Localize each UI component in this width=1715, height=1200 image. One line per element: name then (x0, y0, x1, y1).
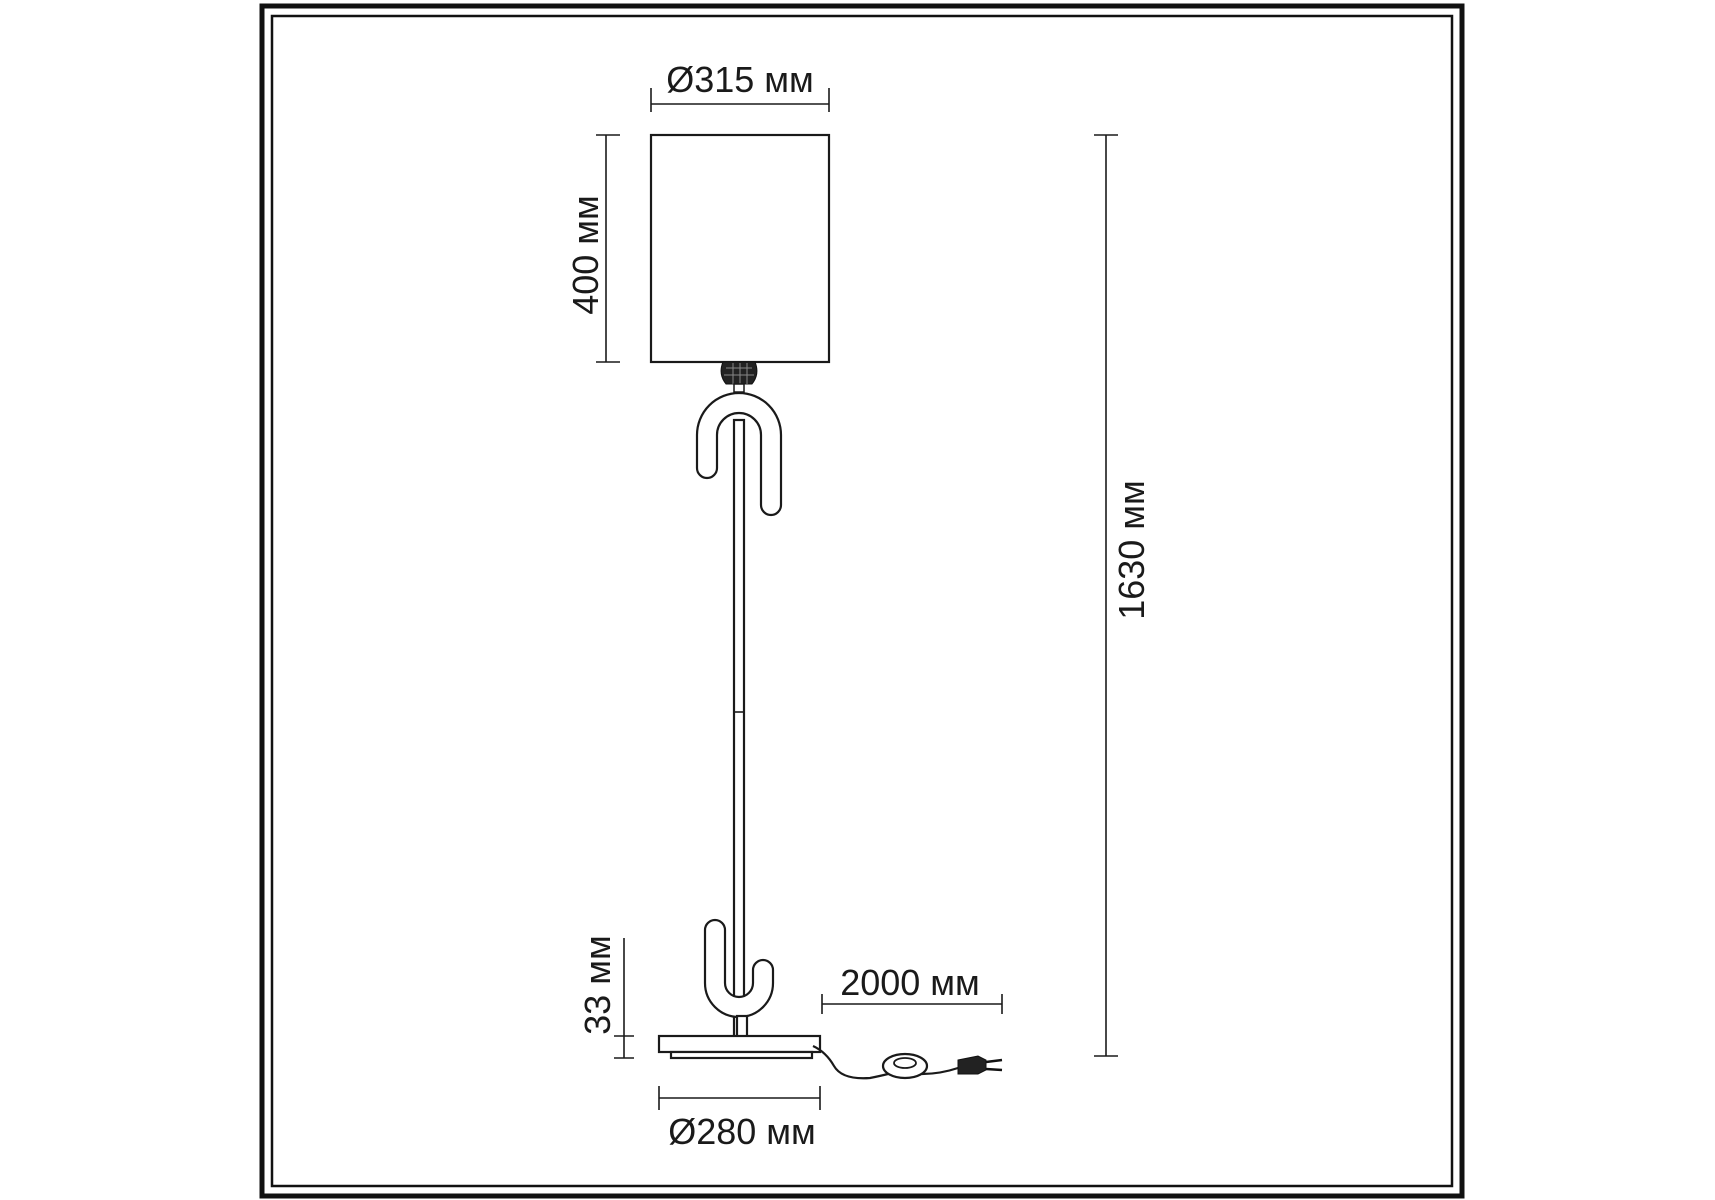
drawing-frame (259, 3, 1465, 1199)
lamp-base (657, 1014, 822, 1060)
shade-height-label: 400 мм (565, 195, 606, 315)
shade-diameter-label: Ø315 мм (666, 59, 814, 100)
lamp-shade (649, 133, 831, 364)
upper-hook (695, 391, 783, 517)
power-cable (812, 1045, 959, 1080)
total-height-label: 1630 мм (1111, 480, 1152, 620)
lamp-stem (732, 418, 746, 1042)
foot-switch-icon (881, 1052, 929, 1080)
total-height-dimension: 1630 мм (1094, 134, 1152, 1057)
base-height-dimension: 33 мм (577, 935, 634, 1059)
lower-hook (703, 918, 775, 1019)
power-plug-icon (957, 1055, 1003, 1075)
cable-length-dimension: 2000 мм (821, 962, 1003, 1014)
base-diameter-label: Ø280 мм (668, 1111, 816, 1152)
shade-diameter-dimension: Ø315 мм (650, 59, 830, 112)
shade-height-dimension: 400 мм (565, 134, 620, 363)
cable-length-label: 2000 мм (840, 962, 980, 1003)
base-height-label: 33 мм (577, 935, 618, 1035)
crystal-finial (720, 361, 758, 393)
base-diameter-dimension: Ø280 мм (658, 1086, 821, 1152)
